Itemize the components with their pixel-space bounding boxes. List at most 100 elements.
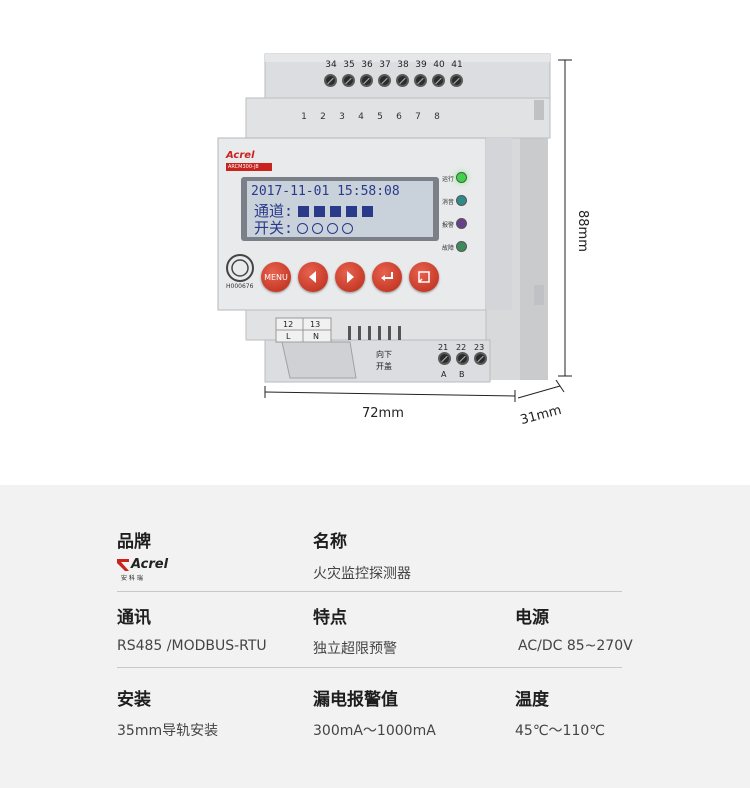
channel-number: 4 bbox=[358, 112, 364, 122]
lcd-datetime: 2017-11-01 15:58:08 bbox=[251, 184, 400, 199]
channel-square-icon bbox=[298, 206, 310, 217]
screw-icon bbox=[324, 74, 337, 87]
open-hint-line: 开盖 bbox=[376, 362, 392, 371]
name-label: 名称 bbox=[313, 532, 347, 552]
mute-led-icon bbox=[456, 195, 467, 206]
open-hint-line: 向下 bbox=[376, 350, 392, 359]
enter-icon bbox=[381, 272, 393, 281]
terminal-number: 38 bbox=[397, 60, 409, 70]
brand-logo-text: Acrel bbox=[131, 557, 169, 572]
screw-icon bbox=[456, 352, 469, 365]
screw-icon bbox=[342, 74, 355, 87]
terminal-number: 41 bbox=[451, 60, 463, 70]
channel-square-icon bbox=[346, 206, 358, 217]
lcd-channel-label: 通道 bbox=[254, 202, 285, 220]
run-led-icon bbox=[456, 172, 467, 183]
temp-label: 温度 bbox=[515, 690, 549, 710]
power-value: AC/DC 85~270V bbox=[518, 638, 633, 654]
row-divider bbox=[117, 591, 622, 592]
menu-button-label: MENU bbox=[264, 272, 288, 282]
acrel-logo-icon bbox=[117, 558, 129, 571]
enter-button[interactable] bbox=[372, 262, 402, 292]
screw-icon bbox=[414, 74, 427, 87]
switch-circle-icon bbox=[312, 223, 324, 234]
leakage-label: 漏电报警值 bbox=[313, 690, 398, 710]
leakage-value: 300mA～1000mA bbox=[313, 723, 436, 739]
temp-value: 45℃～110℃ bbox=[515, 723, 605, 739]
name-value: 火灾监控探测器 bbox=[313, 566, 411, 582]
indicator-label: 运行 bbox=[441, 176, 454, 183]
screw-icon bbox=[438, 352, 451, 365]
channel-square-icon bbox=[362, 206, 374, 217]
terminal-number: 34 bbox=[325, 60, 337, 70]
terminal-number: 21 bbox=[438, 343, 449, 352]
dimension-width: 72mm bbox=[362, 406, 404, 421]
switch-circle-icon bbox=[327, 223, 339, 234]
dimension-height: 88mm bbox=[575, 210, 590, 252]
feature-value: 独立超限预警 bbox=[313, 641, 397, 657]
power-label: 电源 bbox=[515, 608, 549, 628]
channel-number: 2 bbox=[320, 112, 326, 122]
terminal-number: 40 bbox=[433, 60, 445, 70]
return-button[interactable] bbox=[409, 262, 439, 292]
brand-label: 品牌 bbox=[117, 532, 151, 552]
arrow-right-icon bbox=[347, 271, 354, 283]
channel-number: 5 bbox=[377, 112, 383, 122]
fault-led-icon bbox=[456, 241, 467, 252]
lcd-switch-label: 开关 bbox=[254, 219, 285, 237]
switch-circle-icon bbox=[342, 223, 354, 234]
screw-icon bbox=[474, 352, 487, 365]
brand-logo: Acrel 安 科 瑞 bbox=[117, 557, 168, 582]
screw-icon bbox=[378, 74, 391, 87]
open-hint: 向下 开盖 bbox=[364, 349, 392, 373]
device-brand-text: Acrel bbox=[226, 150, 255, 161]
terminal-number: 36 bbox=[361, 60, 373, 70]
brand-logo-sub: 安 科 瑞 bbox=[121, 575, 143, 582]
menu-button[interactable]: MENU bbox=[261, 262, 291, 292]
lcd-channel-row: 通道: bbox=[254, 200, 374, 221]
terminal-number: 13 bbox=[310, 320, 321, 329]
terminal-number: 39 bbox=[415, 60, 427, 70]
channel-number: 8 bbox=[434, 112, 440, 122]
terminal-label: B bbox=[459, 370, 465, 379]
install-label: 安装 bbox=[117, 690, 151, 710]
terminal-label: A bbox=[441, 370, 447, 379]
left-button[interactable] bbox=[298, 262, 328, 292]
product-image: 34 35 36 37 38 39 40 41 1 2 3 4 5 6 7 8 … bbox=[0, 0, 750, 478]
cert-code: H000676 bbox=[226, 283, 254, 290]
channel-number: 6 bbox=[396, 112, 402, 122]
right-button[interactable] bbox=[335, 262, 365, 292]
device-model-text: ARCM300-J8 bbox=[228, 164, 259, 170]
channel-number: 3 bbox=[339, 112, 345, 122]
feature-label: 特点 bbox=[313, 608, 347, 628]
arrow-left-icon bbox=[309, 271, 316, 283]
channel-number: 1 bbox=[301, 112, 307, 122]
channel-number: 7 bbox=[415, 112, 421, 122]
install-value: 35mm导轨安装 bbox=[117, 723, 219, 739]
terminal-number: 22 bbox=[456, 343, 467, 352]
spec-table: 品牌 Acrel 安 科 瑞 名称 火灾监控探测器 通讯 RS485 /MODB… bbox=[0, 485, 750, 788]
lcd-display: 2017-11-01 15:58:08 通道: 开关: bbox=[247, 181, 433, 237]
indicator-label: 故障 bbox=[441, 245, 454, 252]
terminal-number: 12 bbox=[283, 320, 294, 329]
indicator-label: 消音 bbox=[441, 199, 454, 206]
row-divider bbox=[117, 667, 622, 668]
screw-icon bbox=[396, 74, 409, 87]
comm-label: 通讯 bbox=[117, 608, 151, 628]
channel-square-icon bbox=[330, 206, 342, 217]
device-brand-logo: Acrel bbox=[226, 150, 255, 161]
return-icon bbox=[418, 271, 430, 283]
indicator-label: 报警 bbox=[441, 222, 454, 229]
screw-icon bbox=[450, 74, 463, 87]
switch-circle-icon bbox=[297, 223, 309, 234]
terminal-label: L bbox=[286, 332, 291, 341]
terminal-label: N bbox=[313, 332, 319, 341]
terminal-number: 35 bbox=[343, 60, 355, 70]
alarm-led-icon bbox=[456, 218, 467, 229]
terminal-number: 37 bbox=[379, 60, 391, 70]
device-model-label: ARCM300-J8 bbox=[226, 163, 272, 171]
screw-icon bbox=[360, 74, 373, 87]
channel-square-icon bbox=[314, 206, 326, 217]
terminal-number: 23 bbox=[474, 343, 485, 352]
screw-icon bbox=[432, 74, 445, 87]
